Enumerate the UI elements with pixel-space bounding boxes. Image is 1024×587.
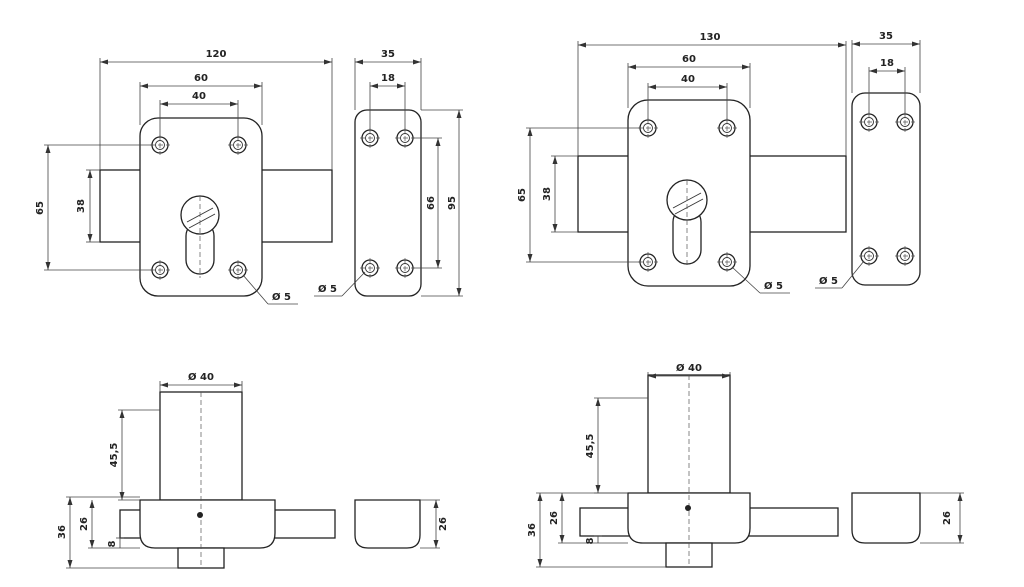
dim-width: 120 [206, 49, 227, 60]
dim-cylinder-projection: 45,5 [585, 434, 596, 459]
left-keeper-top [354, 499, 421, 549]
dim-cylinder-diameter: Ø 40 [188, 371, 214, 383]
dim-bolt-height: 38 [542, 187, 553, 201]
right-keeper-plate [851, 92, 921, 286]
left-front-view: 120 60 40 65 38 Ø 5 [35, 49, 333, 305]
right-side-view: 35 18 Ø 5 [815, 31, 921, 289]
left-screw [197, 512, 203, 518]
left-top-view: Ø 40 45,5 36 26 8 [57, 371, 336, 569]
dim-body-depth: 26 [549, 511, 560, 525]
right-keeper-top-view: 26 [851, 492, 964, 544]
dim-keeper-hole-diameter: Ø 5 [819, 275, 838, 287]
dim-plate-width: 60 [682, 54, 696, 65]
dim-bolt-offset: 8 [107, 540, 118, 547]
dim-plate-width: 60 [194, 73, 208, 84]
left-side-view: 35 18 66 95 Ø 5 [314, 49, 463, 297]
dim-keeper-hole-diameter: Ø 5 [318, 283, 337, 295]
dim-keeper-hole-spacing: 18 [880, 58, 894, 69]
left-keeper-top-view: 26 [354, 499, 449, 549]
dim-keeper-width: 35 [381, 49, 395, 60]
dim-hole-diameter: Ø 5 [764, 280, 783, 292]
dim-keeper-height: 95 [447, 196, 458, 210]
right-keeper-top [851, 492, 921, 544]
dim-cylinder-projection: 45,5 [109, 443, 120, 468]
dim-hole-spacing: 40 [681, 74, 695, 85]
dim-keeper-width: 35 [879, 31, 893, 42]
dim-width: 130 [700, 32, 721, 43]
dim-keeper-hole-spacing: 18 [381, 73, 395, 84]
dim-height: 65 [35, 201, 46, 215]
left-keeper-plate [354, 109, 422, 297]
dim-hole-spacing: 40 [192, 91, 206, 102]
right-screw [685, 505, 691, 511]
right-top-view: Ø 40 45,5 36 26 8 [527, 362, 839, 568]
left-lock-body [139, 499, 276, 549]
right-front-view: 130 60 40 65 38 Ø 5 [517, 32, 847, 294]
dim-bolt-height: 38 [76, 199, 87, 213]
dim-cylinder-diameter: Ø 40 [676, 362, 702, 374]
dim-keeper-hole-height: 66 [426, 196, 437, 210]
dim-keeper-depth: 26 [438, 517, 449, 531]
dim-keeper-depth: 26 [942, 511, 953, 525]
dim-total-depth: 36 [57, 525, 68, 539]
dim-hole-diameter: Ø 5 [272, 291, 291, 303]
right-lock-body [627, 492, 751, 544]
dim-total-depth: 36 [527, 523, 538, 537]
dim-body-depth: 26 [79, 517, 90, 531]
dim-bolt-offset: 8 [585, 537, 596, 544]
dim-height: 65 [517, 188, 528, 202]
